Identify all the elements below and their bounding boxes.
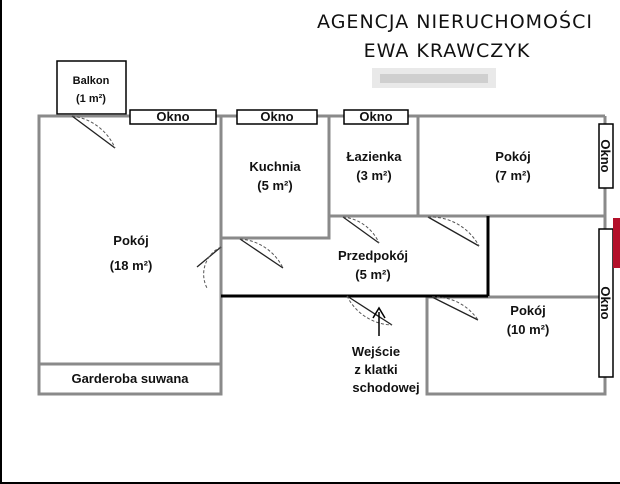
door-entrance	[346, 295, 393, 326]
window-top-2: Okno	[236, 109, 318, 125]
room-medium-area: (10 m²)	[507, 322, 550, 337]
entrance-arrow-icon	[372, 306, 386, 336]
door-small-room	[427, 216, 480, 247]
hallway-name: Przedpokój	[338, 248, 408, 263]
window-right-1: Okno	[598, 123, 614, 189]
bathroom-area: (3 m²)	[356, 168, 391, 183]
balcony-name: Balkon	[73, 75, 110, 87]
room-large-name: Pokój	[113, 233, 148, 248]
entrance-line2: z klatki	[354, 362, 397, 377]
kitchen-name: Kuchnia	[249, 159, 301, 174]
entrance-line3: schodowej	[352, 380, 419, 395]
balcony-area: (1 m²)	[76, 93, 106, 105]
window-top-3: Okno	[343, 109, 409, 125]
svg-text:Okno: Okno	[598, 139, 613, 172]
wardrobe-label: Garderoba suwana	[71, 371, 189, 386]
room-small-name: Pokój	[495, 149, 530, 164]
room-medium-name: Pokój	[510, 303, 545, 318]
hallway-area: (5 m²)	[355, 267, 390, 282]
room-small-area: (7 m²)	[495, 168, 530, 183]
room-large-area: (18 m²)	[110, 258, 153, 273]
agency-title: AGENCJA NIERUCHOMOŚCI	[317, 9, 593, 33]
edge-tab	[613, 218, 620, 268]
svg-text:Okno: Okno	[156, 109, 189, 124]
balcony	[56, 60, 127, 115]
agency-name: EWA KRAWCZYK	[364, 40, 531, 62]
door-medium-room	[431, 296, 479, 321]
door-large-room	[196, 246, 222, 289]
door-balcony	[71, 115, 116, 149]
kitchen-area: (5 m²)	[257, 178, 292, 193]
svg-text:Okno: Okno	[260, 109, 293, 124]
blurred-contact-inner	[380, 74, 488, 83]
svg-text:Okno: Okno	[598, 286, 613, 319]
bathroom-name: Łazienka	[347, 149, 403, 164]
door-kitchen	[239, 238, 284, 269]
door-bathroom	[342, 216, 380, 244]
entrance-line1: Wejście	[352, 344, 400, 359]
hallway-walls	[221, 216, 490, 298]
svg-text:Okno: Okno	[359, 109, 392, 124]
window-top-1: Okno	[129, 109, 217, 125]
window-right-2: Okno	[598, 228, 614, 378]
